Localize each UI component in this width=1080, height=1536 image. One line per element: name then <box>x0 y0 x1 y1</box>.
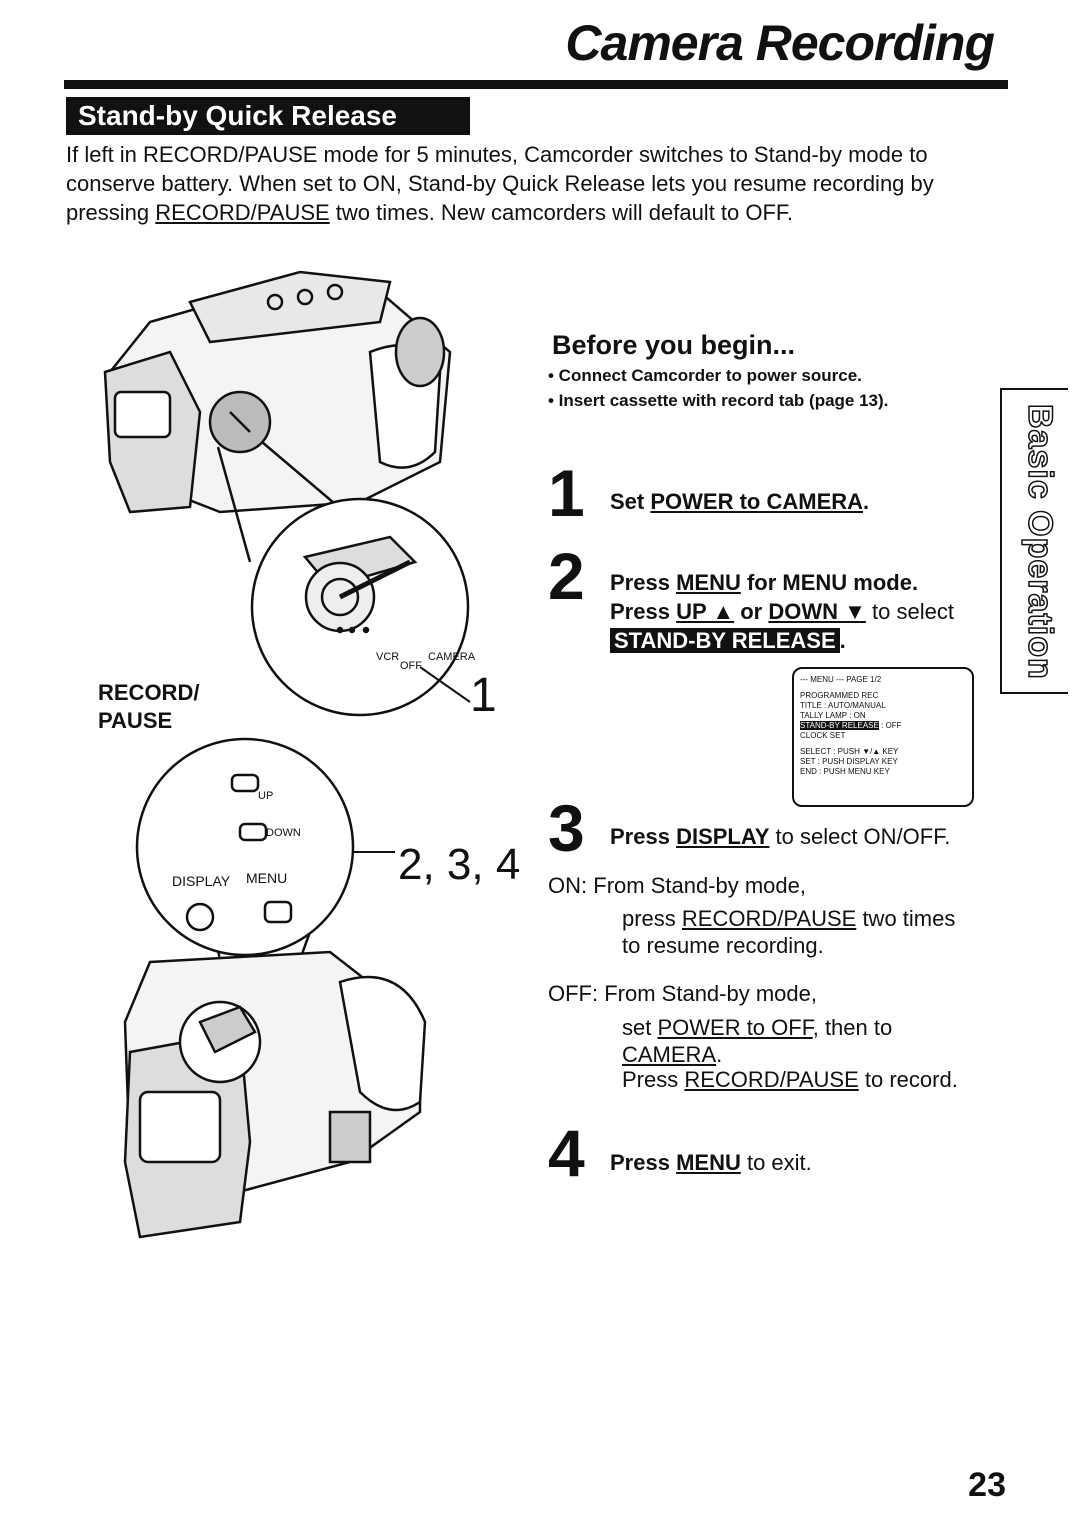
menu-screen: --- MENU --- PAGE 1/2 PROGRAMMED REC TIT… <box>792 667 974 807</box>
before-heading: Before you begin... <box>552 330 796 360</box>
on-line-1: ON: From Stand-by mode, <box>548 872 806 899</box>
intro-paragraph: If left in RECORD/PAUSE mode for 5 minut… <box>66 140 1016 227</box>
off-line-1: OFF: From Stand-by mode, <box>548 980 817 1007</box>
menu-row: TITLE : AUTO/MANUAL <box>800 701 886 710</box>
step-text: . <box>863 489 870 514</box>
step-text: Press <box>610 1150 677 1175</box>
before-bullet-1: • Connect Camcorder to power source. <box>548 366 862 385</box>
before-bullet-2: • Insert cassette with record tab (page … <box>548 391 889 410</box>
step-4-number: 4 <box>548 1116 585 1190</box>
step-2-line-2: Press UP ▲ or DOWN ▼ to select <box>610 599 954 625</box>
record-pause-ref: RECORD/PAUSE <box>684 1067 859 1092</box>
menu-row: SET : PUSH DISPLAY KEY <box>800 757 898 766</box>
on-text: two times <box>856 906 956 931</box>
on-line-2: press RECORD/PAUSE two times <box>622 905 955 932</box>
intro-line-1: If left in RECORD/PAUSE mode for 5 minut… <box>66 142 928 167</box>
button-label-menu: MENU <box>246 870 288 886</box>
switch-label-camera: CAMERA <box>428 651 476 663</box>
intro-line-3: pressing RECORD/PAUSE two times. New cam… <box>66 198 1016 227</box>
record-pause-ref: RECORD/PAUSE <box>681 906 857 931</box>
step-text: Set <box>610 489 651 514</box>
menu-row-selected: STAND-BY RELEASE : OFF <box>800 721 966 731</box>
menu-row: TALLY LAMP : ON <box>800 711 866 720</box>
menu-selected-item: STAND-BY RELEASE <box>800 721 879 730</box>
step-3-number: 3 <box>548 791 585 865</box>
step-text: Press <box>610 824 677 849</box>
off-text: , then to <box>812 1015 893 1040</box>
off-text: to record. <box>858 1067 958 1092</box>
step-text: for MENU mode. <box>740 570 919 595</box>
on-text: press <box>622 906 682 931</box>
pause-label: PAUSE <box>98 708 173 733</box>
off-text: From Stand-by mode, <box>604 981 817 1006</box>
off-line-4: Press RECORD/PAUSE to record. <box>622 1066 958 1093</box>
power-off-ref: POWER to OFF <box>657 1015 813 1040</box>
off-text: Press <box>622 1067 685 1092</box>
button-panel <box>185 773 293 932</box>
menu-header: --- MENU --- PAGE 1/2 <box>800 675 882 684</box>
step-text: or <box>734 599 769 624</box>
camcorder-illustration <box>103 270 471 1239</box>
step-text: to exit. <box>740 1150 812 1175</box>
camcorder-bottom-view <box>123 950 427 1239</box>
menu-row: SELECT : PUSH ▼/▲ KEY <box>800 747 899 756</box>
step-2-line-1: Press MENU for MENU mode. <box>610 570 918 596</box>
camera-ref: CAMERA <box>622 1042 717 1067</box>
button-label-down: DOWN <box>266 827 301 839</box>
off-text: . <box>716 1042 723 1067</box>
step-text: to select <box>865 599 954 624</box>
stand-by-release-highlight: STAND-BY RELEASE <box>610 628 840 653</box>
callout-steps-2-3-4: 2, 3, 4 <box>398 840 521 889</box>
page-title: Camera Recording <box>565 15 995 71</box>
record-label: RECORD/ <box>98 680 200 705</box>
intro-line-2: conserve battery. When set to ON, Stand-… <box>66 171 934 196</box>
step-text: Press <box>610 570 677 595</box>
menu-row: CLOCK SET <box>800 731 846 740</box>
button-label-display: DISPLAY <box>172 873 231 889</box>
display-ref: DISPLAY <box>676 824 770 849</box>
menu-ref: MENU <box>676 1150 741 1175</box>
step-2-number: 2 <box>548 539 585 613</box>
menu-ref: MENU <box>676 570 741 595</box>
switch-label-off: OFF <box>400 660 422 672</box>
intro-text: two times. New camcorders will default t… <box>329 200 794 225</box>
callout-step-1: 1 <box>470 669 497 722</box>
menu-row: PROGRAMMED REC <box>800 691 879 700</box>
on-label: ON: <box>548 873 588 898</box>
step-1-number: 1 <box>548 456 585 530</box>
record-pause-ref: RECORD/PAUSE <box>155 200 330 225</box>
side-tab-basic-operation: Basic Operation <box>1000 388 1068 694</box>
step-1-text: Set POWER to CAMERA. <box>610 489 869 515</box>
off-line-3: CAMERA. <box>622 1041 722 1068</box>
off-line-2: set POWER to OFF, then to <box>622 1014 892 1041</box>
step-4-text: Press MENU to exit. <box>610 1150 812 1176</box>
camcorder-top-view <box>103 270 452 514</box>
off-label: OFF: <box>548 981 599 1006</box>
title-rule <box>64 80 1008 89</box>
step-text: Press <box>610 599 677 624</box>
side-tab-label: Basic Operation <box>1020 403 1060 680</box>
menu-row: END : PUSH MENU KEY <box>800 767 890 776</box>
button-label-up: UP <box>258 790 274 802</box>
up-ref: UP ▲ <box>676 599 735 624</box>
on-text: From Stand-by mode, <box>593 873 806 898</box>
mode-switch <box>302 535 418 634</box>
menu-selected-value: : OFF <box>878 721 902 730</box>
step-2-line-3: STAND-BY RELEASE. <box>610 628 846 654</box>
on-line-3: to resume recording. <box>622 933 824 958</box>
step-3-text: Press DISPLAY to select ON/OFF. <box>610 824 950 850</box>
section-heading: Stand-by Quick Release <box>66 97 470 135</box>
down-ref: DOWN ▼ <box>768 599 866 624</box>
intro-text: pressing <box>66 200 156 225</box>
power-camera-ref: POWER to CAMERA <box>650 489 864 514</box>
off-text: set <box>622 1015 658 1040</box>
page-number: 23 <box>968 1466 1006 1504</box>
step-text: . <box>839 628 846 653</box>
step-text: to select ON/OFF. <box>769 824 951 849</box>
switch-label-vcr: VCR <box>376 651 400 663</box>
